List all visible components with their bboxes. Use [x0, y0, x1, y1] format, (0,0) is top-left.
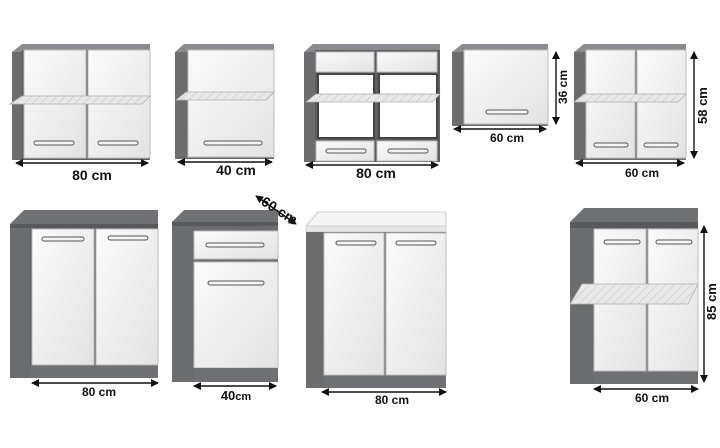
wall-cabinet-80: 80 cm — [8, 44, 151, 183]
door-handle — [207, 280, 265, 286]
door-handle — [97, 140, 139, 146]
door-right — [385, 232, 447, 376]
width-label: 40 cm — [216, 162, 256, 178]
width-label: 80 cm — [375, 393, 409, 407]
door-handle — [335, 240, 377, 246]
width-label-number: 40 — [221, 388, 235, 403]
door-handle — [593, 142, 629, 148]
width-label: 80 cm — [82, 385, 116, 399]
glass-shelf — [8, 95, 151, 105]
plinth — [30, 366, 158, 378]
door — [193, 261, 279, 369]
door-handle — [107, 235, 149, 241]
glass-shelf — [569, 283, 699, 305]
height-label: 36 cm — [556, 70, 570, 104]
worktop — [172, 210, 278, 222]
door-right — [636, 49, 687, 159]
plinth — [194, 368, 278, 382]
plinth — [594, 372, 698, 384]
door-handle — [485, 109, 529, 115]
door-handle — [643, 142, 679, 148]
door-handle — [41, 236, 85, 242]
worktop — [304, 211, 447, 227]
door-left — [585, 49, 636, 159]
base-cabinet-80-white-top: 80 cm — [304, 211, 447, 407]
door-left — [31, 228, 95, 366]
base-cabinet-40-drawer: 60 cm 40cm — [172, 193, 301, 403]
height-label: 58 cm — [695, 87, 710, 124]
height-label: 85 cm — [704, 283, 719, 320]
door-handle — [603, 239, 641, 245]
glass-door-left — [317, 73, 375, 139]
plinth — [324, 376, 446, 388]
depth-dimension-line — [255, 195, 297, 225]
door-handle — [655, 239, 693, 245]
glass-shelf — [174, 91, 275, 101]
base-cabinet-80: 80 cm — [10, 210, 159, 399]
glass-shelf — [304, 93, 441, 103]
door-handle — [33, 140, 75, 146]
wall-cabinet-80-glass: 80 cm — [304, 44, 441, 181]
worktop — [570, 208, 698, 222]
base-cabinet-60: 85 cm 60 cm — [569, 208, 719, 405]
width-label: 60 cm — [625, 166, 659, 180]
wall-cabinet-60-hood: 36 cm 60 cm — [452, 44, 570, 145]
door-right — [95, 228, 159, 366]
drawer-handle — [205, 242, 265, 248]
wall-cabinet-40: 40 cm — [174, 44, 275, 178]
width-label-unit: cm — [235, 391, 251, 403]
width-label: 60 cm — [635, 391, 669, 405]
glass-shelf — [572, 93, 687, 103]
door-left — [323, 232, 385, 376]
width-label: 60 cm — [490, 131, 524, 145]
worktop — [10, 210, 158, 224]
width-label: 80 cm — [356, 165, 396, 181]
wall-cabinet-60: 58 cm 60 cm — [572, 44, 710, 180]
door-handle — [395, 240, 437, 246]
door-handle — [325, 148, 367, 154]
width-label: 80 cm — [72, 167, 112, 183]
glass-door-right — [378, 73, 438, 139]
door — [187, 49, 275, 158]
door-handle — [203, 140, 263, 146]
door-handle — [387, 148, 429, 154]
width-label: 40cm — [221, 388, 252, 403]
